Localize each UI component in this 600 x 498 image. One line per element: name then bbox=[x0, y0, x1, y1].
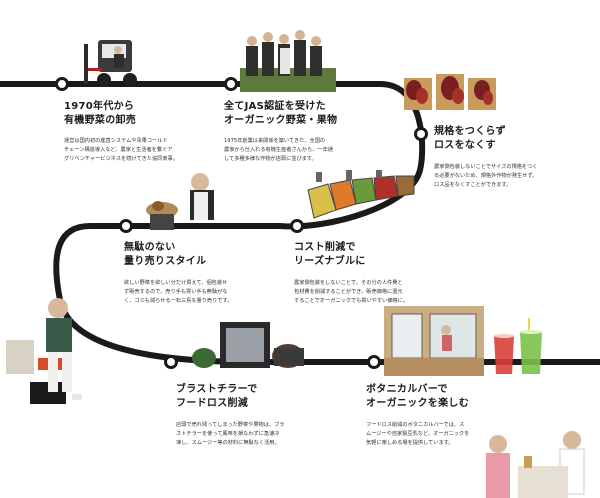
step-4-title: コスト削減で リーズナブルに bbox=[294, 241, 366, 269]
step-6-title-line2: フードロス削減 bbox=[176, 398, 249, 409]
step-1-body: 運営は国内初の産直システムや青果コールド チェーン構造導入など、農家と生活者を繋… bbox=[64, 138, 178, 162]
step-3-body: 農家側包装しないことでサイズの規格をつく る必要がないため、規格外作物が発生せず… bbox=[434, 164, 538, 188]
step-node-2 bbox=[224, 77, 238, 91]
farmers-group-photo bbox=[240, 28, 336, 92]
step-node-1 bbox=[55, 77, 69, 91]
step-5-title-line2: 量り売りスタイル bbox=[124, 256, 207, 267]
step-1-title-line1: 1970年代から bbox=[64, 101, 135, 112]
step-1-title-line2: 有機野菜の卸売 bbox=[64, 115, 137, 126]
step-node-4 bbox=[290, 219, 304, 233]
person-seated-photo bbox=[2, 290, 102, 416]
step-2-body: 1975年創業以来関係を築いてきた、全国の 農家から仕入れる有機生産者さんから、… bbox=[224, 138, 333, 162]
weighing-scale-photo bbox=[140, 170, 226, 236]
vegetable-crates-photo bbox=[402, 70, 498, 114]
step-7-title-line2: オーガニックを楽しむ bbox=[366, 398, 469, 409]
forklift-worker-photo bbox=[78, 30, 154, 90]
step-3-title-line1: 規格をつくらず bbox=[434, 126, 506, 137]
step-5-body: 欲しい野菜を欲しい分だけ買えて、個包装せ ず販売するので、売り手も買い手も無駄が… bbox=[124, 280, 233, 304]
track-path bbox=[0, 81, 600, 365]
step-2-title-line2: オーガニック野菜・果物 bbox=[224, 115, 338, 126]
step-node-5 bbox=[119, 219, 133, 233]
step-5-title: 無駄のない 量り売りスタイル bbox=[124, 241, 206, 269]
step-2-title-line1: 全てJAS認証を受けた bbox=[224, 101, 326, 112]
step-2-title: 全てJAS認証を受けた オーガニック野菜・果物 bbox=[224, 100, 337, 128]
step-4-title-line1: コスト削減で bbox=[294, 242, 356, 253]
botanical-bar-kiosk-photo bbox=[380, 300, 490, 378]
step-3-title-line2: ロスをなくす bbox=[434, 140, 496, 151]
step-6-title: ブラストチラーで フードロス削減 bbox=[176, 383, 258, 411]
cafe-staff-photo bbox=[458, 426, 600, 498]
step-1-title: 1970年代から 有機野菜の卸売 bbox=[64, 100, 136, 128]
blast-chiller-photo bbox=[190, 318, 310, 372]
smoothie-cups-photo bbox=[488, 318, 548, 378]
step-4-body: 農家側包装をしないことで、その分の人件費と 包材費を削減することができ、販売価格… bbox=[294, 280, 408, 304]
step-3-title: 規格をつくらず ロスをなくす bbox=[434, 125, 506, 153]
step-4-title-line2: リーズナブルに bbox=[294, 256, 366, 267]
step-6-title-line1: ブラストチラーで bbox=[176, 384, 258, 395]
step-node-6 bbox=[164, 355, 178, 369]
produce-bins-photo bbox=[306, 170, 416, 226]
step-node-7 bbox=[367, 355, 381, 369]
step-node-3 bbox=[414, 127, 428, 141]
step-7-title: ボタニカルバーで オーガニックを楽しむ bbox=[366, 383, 469, 411]
step-7-title-line1: ボタニカルバーで bbox=[366, 384, 448, 395]
step-5-title-line1: 無駄のない bbox=[124, 242, 176, 253]
step-6-body: 店頭で売れ残ってしまった野菜や果物は、ブラ ストチラーを使って風味を損なわずに急… bbox=[176, 422, 285, 446]
step-7-body: フードロス削減のボタニカルバーでは、ス ムージーや自家製豆乳など、オーガニックを… bbox=[366, 422, 470, 446]
